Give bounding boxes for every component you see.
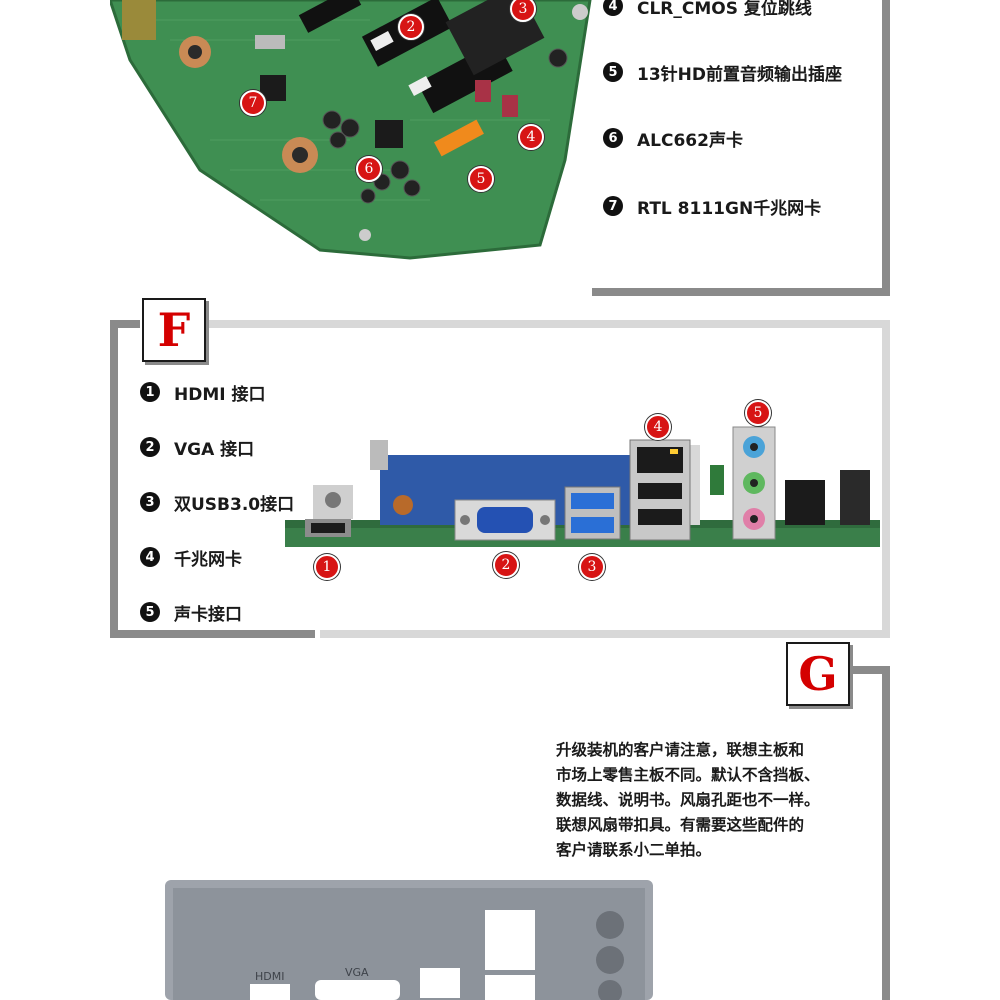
- section-e-frame-bottom: [592, 288, 890, 296]
- photo-marker-e: 7: [240, 90, 266, 116]
- notice-line: 客户请联系小二单拍。: [556, 841, 712, 859]
- notice-line: 联想风扇带扣具。有需要这些配件的: [556, 816, 805, 834]
- photo-marker-e: 4: [518, 124, 544, 150]
- section-f-frame-right: [882, 320, 890, 638]
- section-g-frame-top: [845, 666, 890, 674]
- section-g: G: [0, 640, 1000, 1000]
- number-bullet: 1: [140, 382, 160, 402]
- spec-item-label: 双USB3.0接口: [174, 494, 295, 515]
- spec-item-label: 千兆网卡: [174, 549, 242, 570]
- accessory-notice: 升级装机的客户请注意，联想主板和 市场上零售主板不同。默认不含挡板、 数据线、说…: [556, 738, 886, 863]
- section-e: 2 3 4 5 6 7 4 CLR_CMOS 复位跳线 5 13针HD前置音频输出插…: [0, 0, 1000, 300]
- section-f-frame-bottom-left: [110, 630, 315, 638]
- photo-marker-e: 3: [510, 0, 536, 22]
- number-bullet: 4: [140, 547, 160, 567]
- spec-item: 5 13针HD前置音频输出插座: [603, 58, 842, 86]
- section-f-frame-top-left: [110, 320, 140, 328]
- spec-item-label: ALC662声卡: [637, 130, 743, 151]
- number-bullet: 4: [603, 0, 623, 16]
- spec-item: 5 声卡接口: [140, 598, 294, 626]
- photo-marker-e: 6: [356, 156, 382, 182]
- number-bullet: 7: [603, 196, 623, 216]
- io-shield-plate-photo: HDMI VGA: [165, 880, 653, 1000]
- number-bullet: 2: [140, 437, 160, 457]
- number-bullet: 5: [603, 62, 623, 82]
- section-f-spec-list: 1 HDMI 接口 2 VGA 接口 3 双USB3.0接口 4 千兆网卡 5 声卡接口: [140, 378, 294, 626]
- photo-marker-f: 4: [645, 414, 671, 440]
- spec-item: 4 千兆网卡: [140, 543, 294, 571]
- photo-marker-f: 2: [493, 552, 519, 578]
- spec-item-label: VGA 接口: [174, 439, 255, 460]
- spec-item: 3 双USB3.0接口: [140, 488, 294, 516]
- section-f-frame-top: [205, 320, 890, 328]
- section-f-badge: F: [142, 298, 206, 362]
- spec-item-label: HDMI 接口: [174, 384, 266, 405]
- io-panel-photo: [285, 426, 880, 547]
- section-e-frame-right: [882, 0, 890, 296]
- section-f: F 1 HDMI 接口 2 VGA 接口 3 双USB3.0接口 4 千兆网卡 5 声卡接…: [0, 298, 1000, 640]
- plate-label: VGA: [345, 966, 369, 979]
- spec-item: 6 ALC662声卡: [603, 124, 842, 152]
- notice-line: 市场上零售主板不同。默认不含挡板、: [556, 766, 820, 784]
- photo-marker-f: 3: [579, 554, 605, 580]
- spec-item-label: 声卡接口: [174, 604, 242, 625]
- spec-item: 7 RTL 8111GN千兆网卡: [603, 192, 842, 220]
- spec-item-label: CLR_CMOS 复位跳线: [637, 0, 812, 19]
- motherboard-audio-area-photo: [110, 0, 592, 260]
- section-f-frame-left: [110, 320, 118, 638]
- plate-label: HDMI: [255, 970, 284, 983]
- photo-marker-e: 2: [398, 14, 424, 40]
- section-g-badge: G: [786, 642, 850, 706]
- notice-line: 升级装机的客户请注意，联想主板和: [556, 741, 805, 759]
- number-bullet: 5: [140, 602, 160, 622]
- section-f-frame-bottom: [320, 630, 890, 638]
- photo-marker-e: 5: [468, 166, 494, 192]
- spec-item: 2 VGA 接口: [140, 433, 294, 461]
- spec-item-label: RTL 8111GN千兆网卡: [637, 198, 822, 219]
- number-bullet: 6: [603, 128, 623, 148]
- spec-item: 1 HDMI 接口: [140, 378, 294, 406]
- photo-marker-f: 1: [314, 554, 340, 580]
- spec-item: 4 CLR_CMOS 复位跳线: [603, 0, 842, 20]
- spec-item-label: 13针HD前置音频输出插座: [637, 64, 842, 85]
- photo-marker-f: 5: [745, 400, 771, 426]
- section-g-frame-right: [882, 666, 890, 1000]
- number-bullet: 3: [140, 492, 160, 512]
- notice-line: 数据线、说明书。风扇孔距也不一样。: [556, 791, 820, 809]
